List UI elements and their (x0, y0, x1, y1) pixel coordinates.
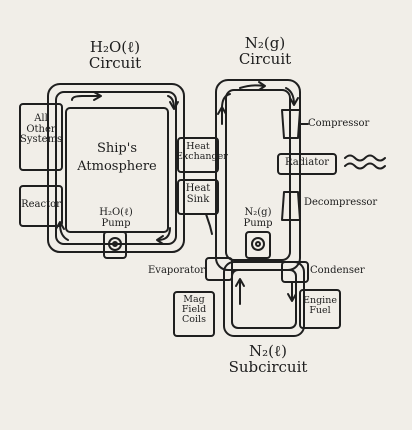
all-other-systems-box (19, 103, 63, 171)
n2-circuit-title: N₂(g) Circuit (220, 34, 310, 68)
compressor-label: Compressor (308, 118, 370, 129)
ships-atmosphere-label-line1: Ship's (96, 141, 137, 156)
n2-subcircuit-title: N₂(ℓ) Subcircuit (208, 342, 328, 376)
h2o-pump-label-line2: Pump (101, 217, 131, 229)
heat-sink-box (177, 179, 219, 215)
all-other-systems-label-line3: Systems (20, 134, 63, 145)
h2o-circuit-title-line2: Circuit (88, 53, 142, 72)
radiator-heat-wave-2 (344, 162, 386, 170)
decompressor-label: Decompressor (304, 197, 378, 208)
compressor-shape (281, 109, 301, 139)
radiator-box (277, 153, 337, 175)
h2o-pump-label-line1: H₂O(ℓ) (99, 207, 133, 218)
n2-circuit-title-line1: N₂(g) (244, 34, 286, 52)
heat-sink-connector (205, 213, 213, 235)
engine-fuel-label-line2: Fuel (309, 304, 331, 316)
h2o-flow-arrowhead-top (93, 91, 102, 101)
n2-pipe-inner (225, 89, 291, 261)
heat-sink-label-line1: Heat (185, 183, 211, 194)
radiator-heat-wave-1 (344, 154, 386, 162)
n2-subcircuit-pipe-inner (231, 269, 297, 329)
engine-fuel-box (299, 289, 341, 329)
h2o-flow-arrowhead-bottom (156, 235, 164, 245)
n2-pump-label-line1: N₂(g) (244, 207, 272, 218)
h2o-flow-arrow-right (167, 95, 175, 109)
n2-flow-arrow-right (285, 87, 295, 105)
h2o-flow-arrow-top (71, 95, 101, 101)
mag-field-coils-label-line2: Field (181, 303, 207, 315)
mag-field-coils-label: Mag Field Coils (174, 295, 214, 325)
n2-subcircuit-title-line2: Subcircuit (228, 357, 308, 376)
n2-circuit-title-line2: Circuit (238, 49, 292, 68)
h2o-pipe-outer (47, 83, 185, 253)
h2o-pump-rotor (108, 237, 122, 251)
evaporator-box (205, 257, 233, 281)
mag-field-coils-label-line3: Coils (182, 313, 206, 325)
condenser-label: Condenser (310, 265, 365, 276)
n2-subcircuit-pipe-outer (223, 261, 305, 337)
heat-exchanger-box (177, 137, 219, 173)
n2-pump-label: N₂(g) Pump (230, 207, 286, 229)
h2o-flow-arrow-bottom (157, 227, 171, 241)
engine-fuel-label-line1: Engine (303, 295, 337, 306)
all-other-systems-label-line2: Other (26, 123, 56, 135)
heat-exchanger-label-line2: Exchanger (176, 150, 228, 162)
h2o-pump-label: H₂O(ℓ) Pump (86, 207, 146, 229)
heat-sink-label-line2: Sink (186, 193, 210, 205)
reactor-box (19, 185, 63, 227)
n2-flow-arrowhead-right (289, 97, 299, 106)
ships-atmosphere-label: Ship's Atmosphere (66, 142, 168, 173)
evaporator-label: Evaporator (148, 265, 205, 276)
n2-pump-box (245, 231, 271, 259)
n2-flow-arrow-top (239, 84, 265, 89)
heat-exchanger-label-line1: Heat (186, 141, 210, 152)
h2o-circuit-title-line1: H₂O(ℓ) (89, 38, 141, 56)
all-other-systems-label: All Other Systems (20, 113, 63, 146)
heat-sink-label: Heat Sink (176, 183, 220, 205)
n2-flow-arrowhead-top (258, 81, 266, 91)
all-other-systems-label-line1: All (34, 113, 48, 124)
n2-pump-rotor (251, 237, 265, 251)
n2-pump-label-line2: Pump (243, 217, 273, 229)
reactor-label: Reactor (21, 199, 61, 210)
heat-exchanger-label: Heat Exchanger (176, 141, 228, 162)
ships-atmosphere-label-line2: Atmosphere (77, 158, 157, 174)
radiator-label: Radiator (284, 157, 330, 168)
n2-subcircuit-title-line1: N₂(ℓ) (248, 342, 288, 360)
mag-field-coils-label-line1: Mag (183, 294, 205, 305)
decompressor-shape (281, 191, 301, 221)
engine-fuel-label: Engine Fuel (300, 296, 340, 316)
h2o-circuit-title: H₂O(ℓ) Circuit (70, 38, 160, 72)
mag-field-coils-box (173, 291, 215, 337)
h2o-pump-box (103, 231, 127, 259)
h2o-flow-arrowhead-right (169, 101, 179, 110)
n2-flow-arrowhead-left (217, 106, 227, 115)
